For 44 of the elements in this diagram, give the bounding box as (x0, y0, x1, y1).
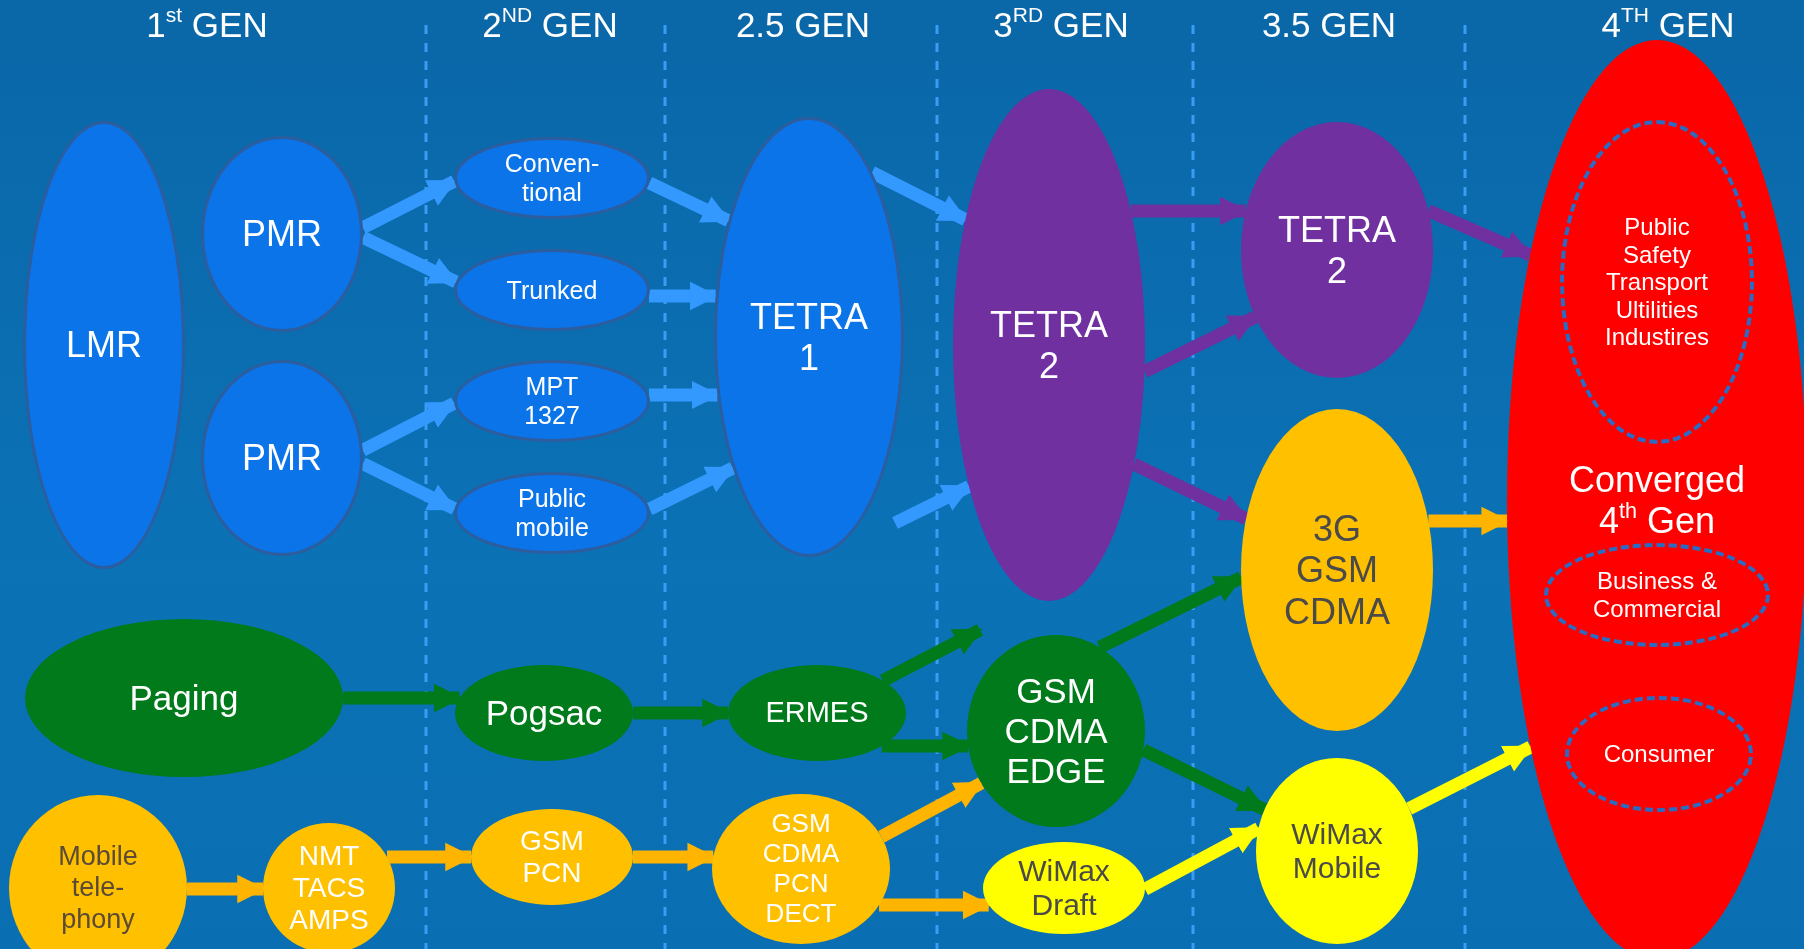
node-label: Public mobile (514, 484, 590, 542)
arrow (878, 777, 985, 843)
node-label: TETRA 2 (989, 303, 1109, 387)
node-label: Converged 4$^{th}$ Gen (1567, 458, 1747, 542)
arrow (869, 166, 969, 226)
node-label: Consumer (1603, 740, 1715, 768)
arrow (1130, 196, 1249, 226)
node-label: WiMax Draft (1017, 853, 1111, 923)
node-label: ERMES (765, 696, 869, 730)
arrow (881, 731, 971, 761)
node-label: GSM CDMA PCN DECT (761, 809, 841, 929)
node-label: PMR (242, 213, 322, 255)
node-label: MPT 1327 (523, 372, 581, 430)
node-label: TETRA 1 (749, 295, 869, 379)
arrow (879, 890, 992, 920)
arrow (1131, 458, 1249, 525)
node-label: Public Safety Transport Ultilities Industires (1603, 213, 1711, 351)
column-heading: 2$^{ND}$ GEN (482, 5, 618, 45)
node-label: Pogsac (485, 692, 603, 734)
column-heading: 1$^{st}$ GEN (146, 5, 268, 45)
node-label: TETRA 2 (1277, 208, 1397, 292)
node-label: WiMax Mobile (1290, 816, 1384, 886)
column-heading: 3$^{RD}$ GEN (993, 5, 1129, 45)
arrow (1140, 744, 1268, 816)
arrow (879, 624, 983, 687)
node-label: LMR (66, 324, 142, 366)
node-label: 3G GSM CDMA (1283, 507, 1391, 633)
arrow (646, 462, 736, 515)
column-heading: 2.5 GEN (735, 5, 871, 45)
arrow (1406, 741, 1534, 815)
node-label: Conven- tional (503, 149, 601, 207)
arrow (633, 842, 716, 872)
arrow (892, 480, 972, 529)
node-label: GSM CDMA EDGE (1003, 670, 1109, 792)
node-label: GSM PCN (519, 824, 585, 890)
node-label: NMT TACS AMPS (288, 839, 370, 937)
node-label: Trunked (506, 275, 598, 305)
node-label: PMR (242, 437, 322, 479)
node-label: Paging (129, 677, 239, 719)
column-heading: 3.5 GEN (1261, 5, 1397, 45)
arrow (646, 176, 732, 227)
node-label: Business & Commercial (1592, 567, 1722, 623)
node-label: Mobile tele- phony (57, 841, 139, 935)
column-heading: 4$^{TH}$ GEN (1601, 5, 1735, 45)
